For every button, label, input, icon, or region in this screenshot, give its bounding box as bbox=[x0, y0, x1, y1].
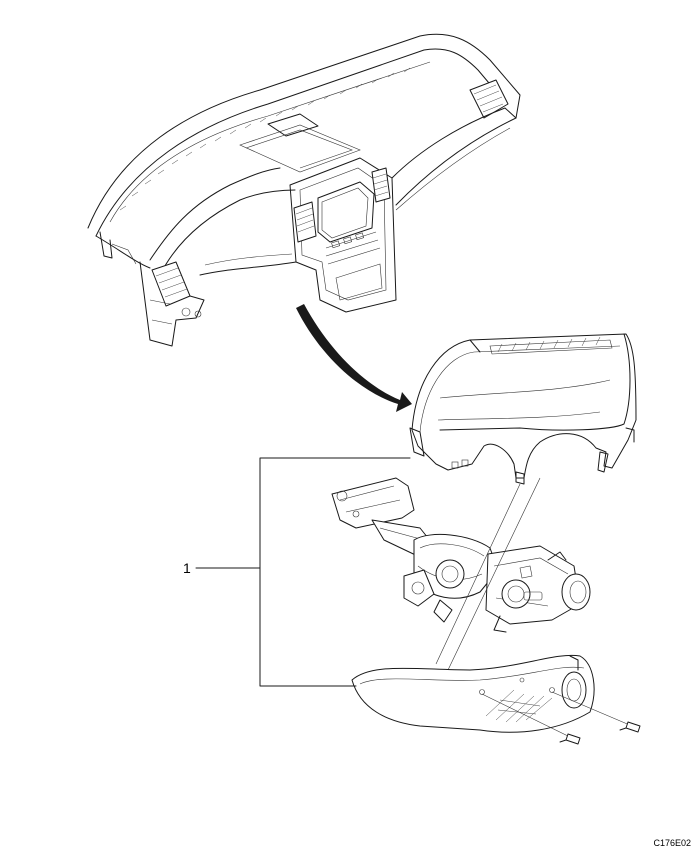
center-right-vent-icon bbox=[371, 167, 391, 203]
lower-column-cover bbox=[351, 654, 595, 733]
right-side-vent-icon bbox=[469, 79, 509, 119]
instrument-panel bbox=[87, 33, 521, 347]
assembly-guide-line bbox=[435, 483, 521, 665]
screw-icon bbox=[559, 733, 581, 745]
callout-bracket bbox=[259, 457, 411, 687]
screw-guide-line bbox=[551, 691, 633, 727]
steering-column-assembly bbox=[331, 477, 591, 633]
screw-guide-line bbox=[481, 693, 573, 739]
upper-column-cover bbox=[409, 333, 637, 485]
left-side-vent-icon bbox=[151, 261, 191, 307]
assembly-guide-line bbox=[447, 477, 541, 671]
screw-icon bbox=[619, 721, 641, 733]
callout-number: 1 bbox=[183, 560, 191, 576]
center-left-vent-icon bbox=[293, 201, 317, 243]
figure-code: C176E02 bbox=[653, 838, 691, 848]
assembly-arrow bbox=[296, 304, 412, 412]
